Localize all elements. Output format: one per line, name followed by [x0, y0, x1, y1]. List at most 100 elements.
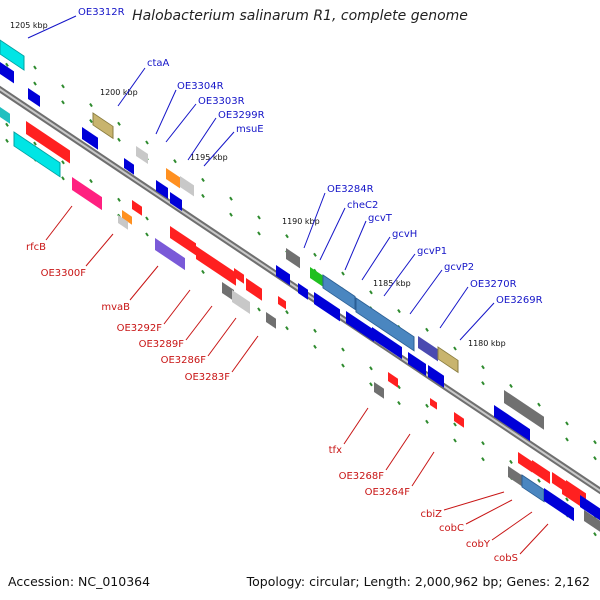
gene-label[interactable]: OE3312R	[78, 7, 125, 18]
gene-oe3304r[interactable]	[136, 146, 148, 165]
gene-label[interactable]: OE3303R	[198, 96, 245, 107]
gene-tfx[interactable]	[388, 372, 398, 388]
scale-tick	[33, 81, 37, 86]
gene-oe3299r[interactable]	[166, 168, 180, 189]
gene-label[interactable]: OE3300F	[41, 268, 87, 279]
gene-oe3300f[interactable]	[122, 210, 132, 225]
scale-tick	[593, 456, 597, 461]
scale-tick	[145, 216, 149, 221]
gene-label[interactable]: OE3264F	[365, 487, 411, 498]
gene-gcvp2[interactable]	[418, 336, 438, 362]
gene-block[interactable]	[504, 390, 544, 430]
gene-label[interactable]: OE3284R	[327, 184, 374, 195]
gene-gcvh[interactable]	[355, 297, 415, 352]
gene-label[interactable]: OE3268F	[339, 471, 385, 482]
gene-label[interactable]: cobS	[494, 553, 518, 564]
gene-block[interactable]	[170, 192, 182, 212]
scale-tick	[565, 437, 569, 442]
gene-label[interactable]: cobY	[466, 539, 491, 550]
gene-block[interactable]	[276, 265, 290, 286]
reverse-leader-lines	[45, 205, 549, 555]
gene-block[interactable]	[118, 215, 128, 230]
gene-label[interactable]: gcvP2	[444, 262, 474, 273]
gene-label[interactable]: gcvP1	[417, 246, 447, 257]
gene-oe3303r[interactable]	[124, 158, 134, 175]
gene-label[interactable]: msuE	[236, 124, 264, 135]
gene-block[interactable]	[532, 460, 550, 485]
gene-block[interactable]	[234, 268, 244, 284]
gene-block[interactable]	[82, 126, 98, 150]
gene-rfcb[interactable]	[72, 177, 102, 211]
scale-tick	[5, 62, 9, 67]
gene-block[interactable]	[13, 131, 61, 178]
gene-label[interactable]: cbiZ	[421, 509, 443, 520]
gene-cbiz[interactable]	[508, 466, 522, 487]
gene-block[interactable]	[196, 246, 236, 286]
gene-block[interactable]	[298, 283, 308, 300]
gene-block[interactable]	[518, 452, 532, 473]
gene-oe3283f[interactable]	[266, 312, 276, 329]
gene-block[interactable]	[132, 200, 142, 216]
gene-label[interactable]: gcvH	[392, 229, 417, 240]
gene-block[interactable]	[0, 62, 14, 84]
scale-tick	[565, 421, 569, 426]
gene-block[interactable]	[314, 292, 340, 322]
gene-label[interactable]: OE3283F	[185, 372, 231, 383]
gene-gcvp1[interactable]	[372, 327, 402, 360]
gene-oe3264f[interactable]	[454, 412, 464, 428]
scale-tick	[453, 422, 457, 427]
scale-tick	[481, 441, 485, 446]
gene-block[interactable]	[374, 382, 384, 399]
gene-label[interactable]: cheC2	[347, 200, 378, 211]
gene-label[interactable]: OE3299R	[218, 110, 265, 121]
gene-block[interactable]	[0, 107, 10, 124]
gene-oe3269r[interactable]	[428, 365, 444, 388]
gene-block[interactable]	[408, 352, 426, 377]
gene-block[interactable]	[584, 510, 600, 532]
scale-tick	[313, 252, 317, 257]
gene-label[interactable]: OE3292F	[117, 323, 163, 334]
gene-oe3292f[interactable]	[222, 282, 234, 302]
gene-mcu-e[interactable]	[180, 176, 194, 197]
gene-label[interactable]: OE3286F	[161, 355, 207, 366]
gene-label[interactable]: OE3269R	[496, 295, 543, 306]
gene-cobc[interactable]	[521, 474, 545, 503]
gene-oe3268f[interactable]	[430, 398, 437, 410]
gene-label[interactable]: ctaA	[147, 58, 170, 69]
gene-block[interactable]	[26, 121, 70, 164]
gene-block[interactable]	[346, 311, 374, 342]
scale-tick	[61, 176, 65, 181]
gene-block[interactable]	[580, 495, 600, 521]
scale-tick	[453, 346, 457, 351]
gene-label[interactable]: mvaB	[101, 302, 130, 313]
gene-mvab[interactable]	[155, 238, 185, 271]
gene-label[interactable]: rfcB	[26, 242, 46, 253]
gene-label[interactable]: OE3270R	[470, 279, 517, 290]
gene-label[interactable]: gcvT	[368, 213, 393, 224]
gene-oe3270r[interactable]	[437, 346, 459, 374]
gene-block[interactable]	[28, 88, 40, 108]
scale-tick	[453, 438, 457, 443]
gene-oe3286f[interactable]	[278, 296, 286, 310]
gene-coby[interactable]	[544, 488, 574, 522]
gene-cobs[interactable]	[562, 482, 580, 507]
gene-label[interactable]: OE3289F	[139, 339, 185, 350]
gene-block[interactable]	[156, 180, 168, 200]
scale-tick	[173, 159, 177, 164]
gene-cta-a[interactable]	[92, 112, 114, 140]
gene-chec2[interactable]	[310, 267, 324, 288]
gene-oe3312r[interactable]	[0, 39, 25, 71]
scale-tick	[397, 384, 401, 390]
gene-block[interactable]	[170, 226, 196, 256]
gene-block[interactable]	[494, 405, 530, 442]
gene-block[interactable]	[246, 278, 262, 301]
gene-label[interactable]: tfx	[329, 445, 342, 456]
gene-gcvt[interactable]	[322, 274, 356, 311]
kbp-label: 1195 kbp	[190, 153, 228, 162]
genome-title: Halobacterium salinarum R1, complete gen…	[132, 8, 468, 24]
gene-label[interactable]: cobC	[439, 523, 464, 534]
gene-label[interactable]: OE3304R	[177, 81, 224, 92]
scale-tick	[201, 193, 205, 199]
gene-oe3289f[interactable]	[232, 290, 250, 315]
gene-oe3284r[interactable]	[286, 248, 300, 269]
